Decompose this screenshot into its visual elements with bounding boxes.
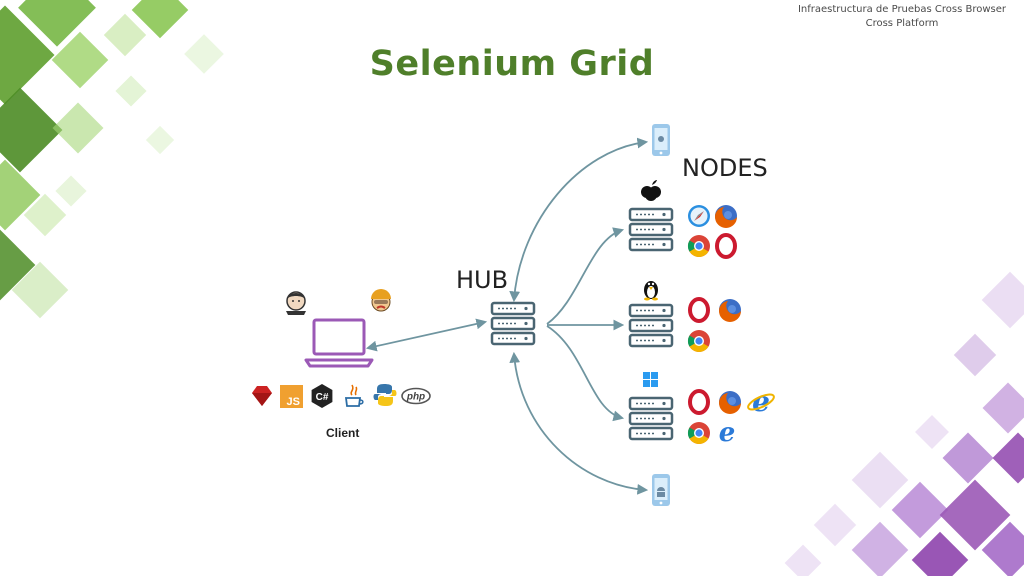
windows-icon (643, 372, 658, 387)
windows-node-server-icon (628, 396, 674, 441)
laptop-icon (304, 318, 374, 368)
ios-phone-icon (652, 124, 670, 156)
maven-icon (371, 289, 391, 312)
arrow-hub-windows-node (546, 325, 625, 422)
jenkins-icon (286, 291, 306, 315)
csharp-icon: C# (311, 384, 333, 408)
chrome-icon (688, 422, 710, 444)
java-icon (344, 384, 364, 407)
firefox-icon (718, 299, 741, 322)
svg-text:php: php (406, 392, 425, 403)
arrow-client-hub (365, 318, 488, 352)
android-phone-icon (652, 474, 670, 506)
header-note: Infraestructura de Pruebas Cross Browser… (792, 3, 1012, 31)
apple-icon (641, 180, 661, 201)
svg-text:JS: JS (287, 396, 300, 408)
header-line-2: Cross Platform (865, 18, 939, 29)
safari-icon (688, 205, 710, 227)
opera-icon (688, 389, 710, 415)
opera-icon (688, 297, 710, 323)
firefox-icon (714, 205, 737, 228)
python-icon (373, 384, 397, 406)
mac-node-server-icon (628, 207, 674, 252)
nodes-label: NODES (682, 154, 768, 182)
firefox-icon (718, 391, 741, 414)
javascript-icon: JS (280, 385, 303, 408)
arrow-hub-ios (509, 137, 649, 303)
linux-node-server-icon (628, 303, 674, 348)
svg-text:C#: C# (316, 392, 329, 403)
linux-tux-icon (644, 281, 658, 301)
chrome-icon (688, 235, 710, 257)
opera-icon (715, 233, 737, 259)
arrow-hub-android (509, 351, 649, 495)
page-title: Selenium Grid (369, 44, 655, 84)
hub-server-icon (490, 301, 536, 346)
header-line-1: Infraestructura de Pruebas Cross Browser (797, 4, 1007, 15)
chrome-icon (688, 330, 710, 352)
connection-arrows (365, 137, 649, 495)
arrow-hub-mac-node (546, 227, 625, 325)
php-icon: php (401, 387, 431, 405)
internet-explorer-icon (745, 384, 777, 419)
client-label: Client (326, 426, 360, 440)
hub-label: HUB (456, 266, 509, 294)
ruby-icon (252, 386, 272, 406)
edge-icon (718, 418, 736, 448)
